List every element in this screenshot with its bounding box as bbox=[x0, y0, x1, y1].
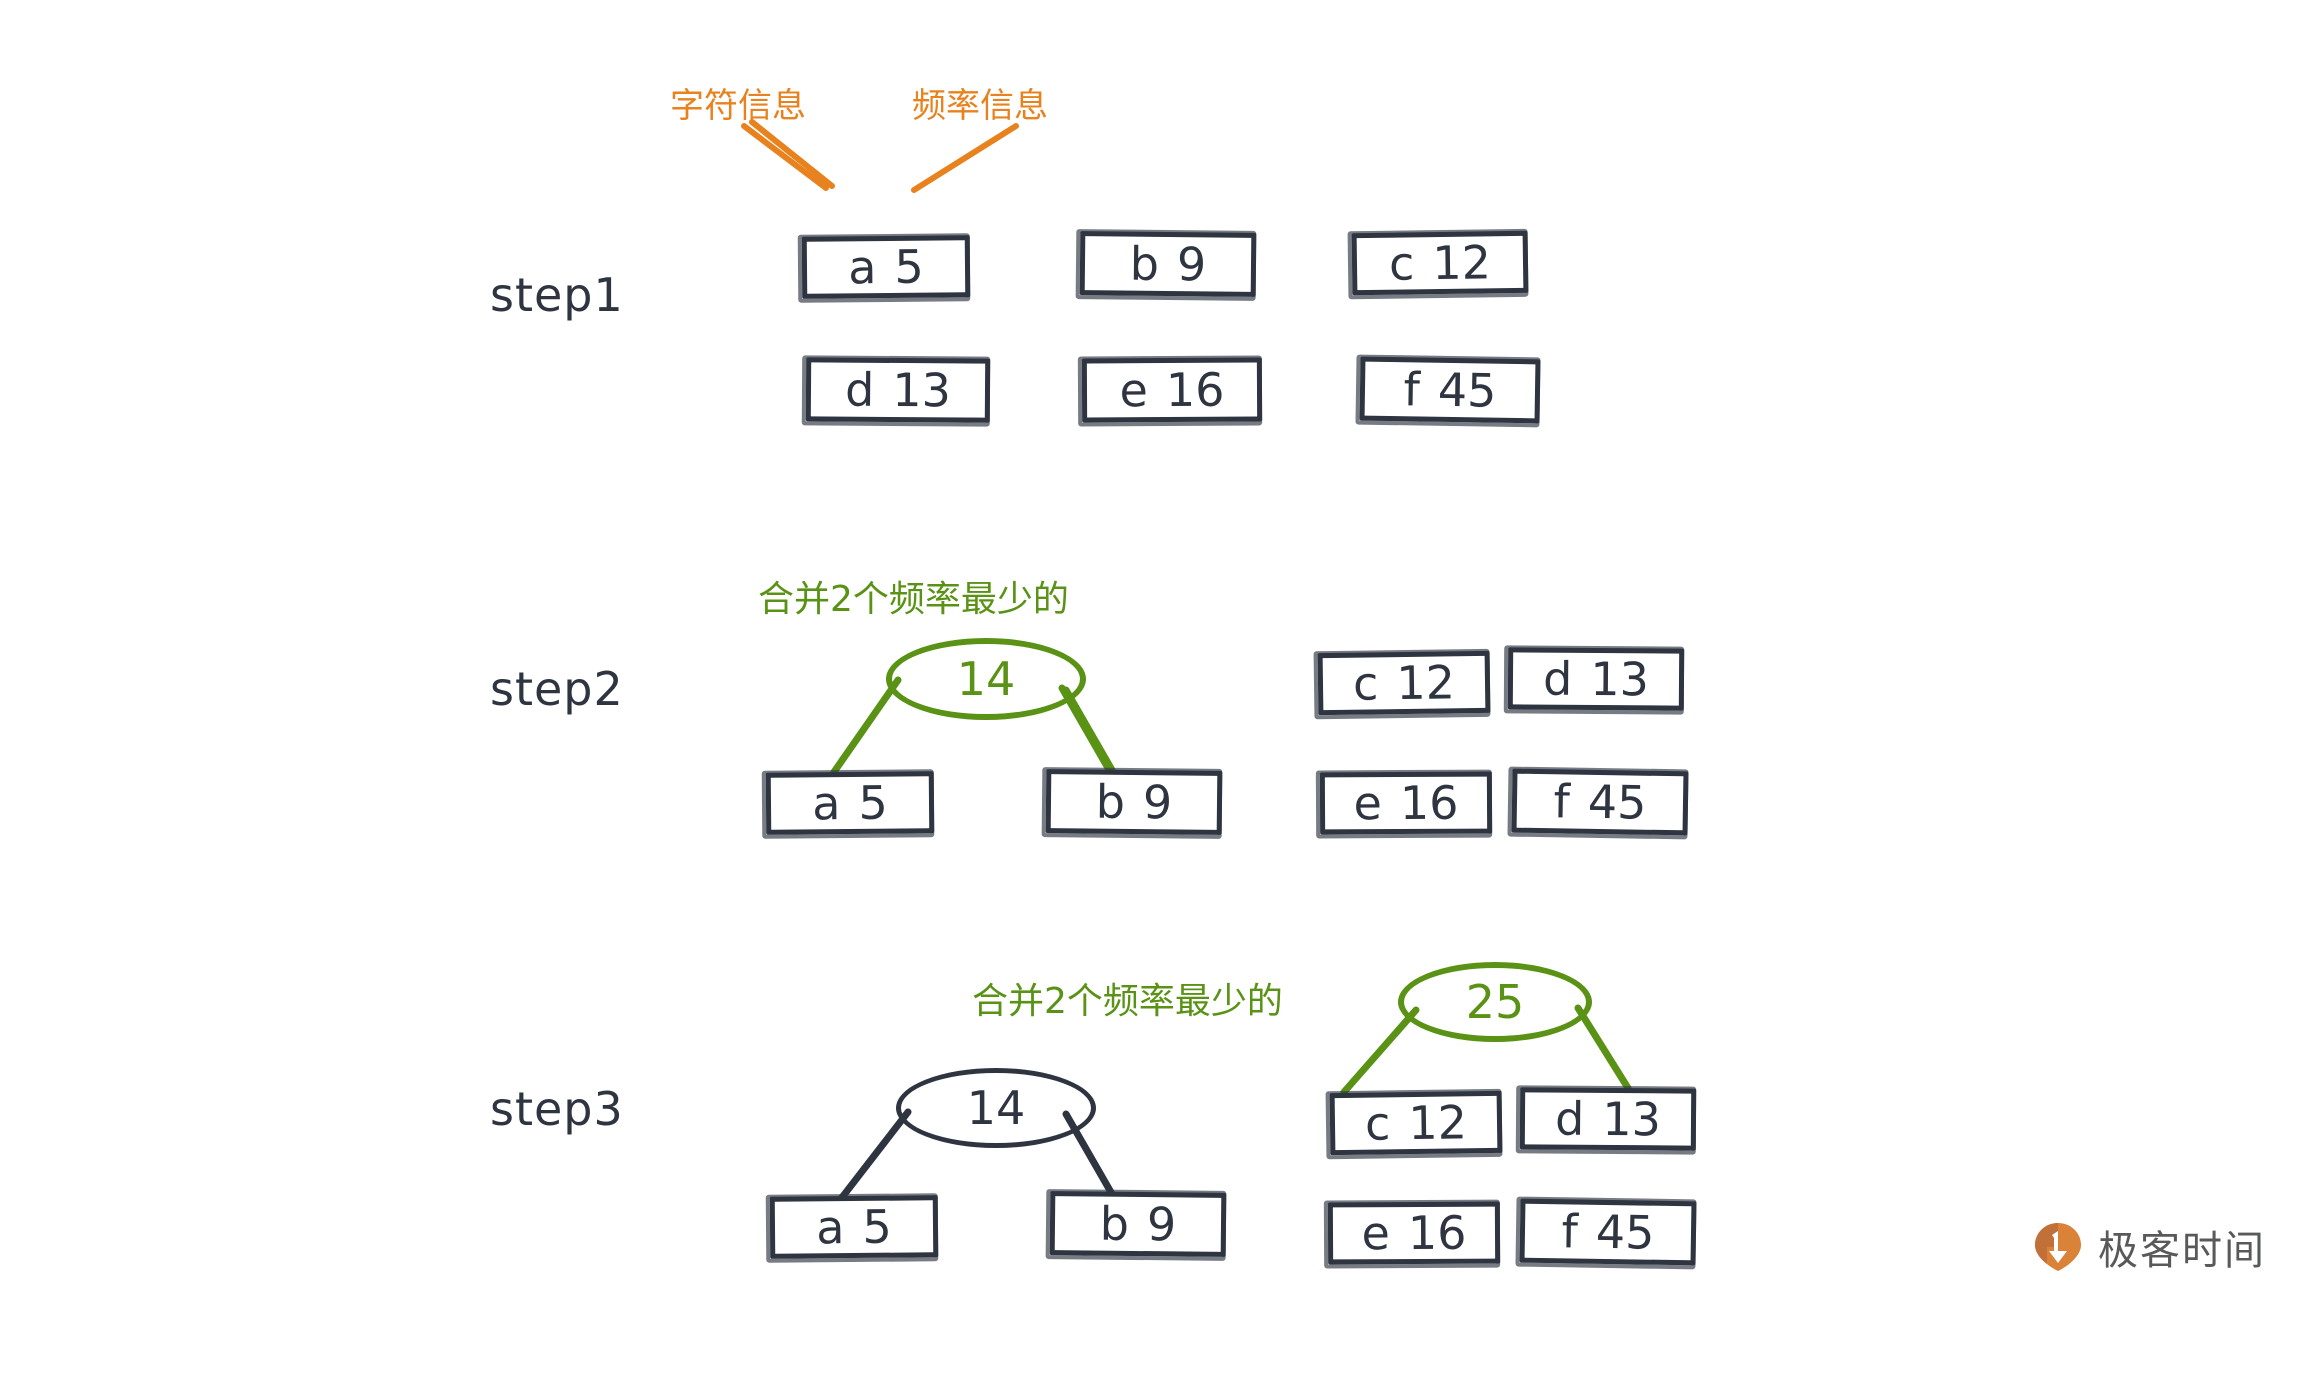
node-freq: 13 bbox=[1590, 651, 1650, 707]
node-char: c bbox=[1364, 1096, 1391, 1151]
node-box-e: e 16 bbox=[1081, 357, 1263, 423]
merged-node-25-step3: 25 bbox=[1398, 962, 1592, 1042]
node-box-d: d 13 bbox=[805, 357, 991, 423]
node-freq: 12 bbox=[1407, 1095, 1468, 1151]
node-char: a bbox=[848, 240, 877, 295]
step1-label: step1 bbox=[490, 268, 624, 322]
node-freq: 45 bbox=[1587, 774, 1647, 830]
node-box-a: a 5 bbox=[765, 771, 935, 835]
node-freq: 12 bbox=[1431, 235, 1492, 291]
node-box-c: c 12 bbox=[1317, 650, 1491, 716]
node-box-a: a 5 bbox=[801, 235, 971, 299]
node-char: b bbox=[1099, 1196, 1130, 1251]
node-char: f bbox=[1403, 362, 1421, 417]
node-box-b: b 9 bbox=[1049, 1191, 1227, 1257]
node-char: b bbox=[1129, 236, 1160, 291]
merged-node-value: 14 bbox=[956, 652, 1016, 706]
node-char: d bbox=[844, 362, 875, 417]
node-box-c: c 12 bbox=[1329, 1090, 1503, 1156]
node-box-e: e 16 bbox=[1319, 771, 1493, 835]
node-char: f bbox=[1561, 1204, 1579, 1259]
node-box-d: d 13 bbox=[1507, 647, 1685, 711]
node-freq: 9 bbox=[1146, 1197, 1177, 1252]
node-box-b: b 9 bbox=[1079, 231, 1257, 297]
node-freq: 13 bbox=[1602, 1091, 1662, 1147]
node-char: e bbox=[1361, 1206, 1391, 1261]
node-char: e bbox=[1119, 363, 1149, 418]
node-box-f: f 45 bbox=[1511, 768, 1689, 836]
node-char: f bbox=[1553, 774, 1571, 829]
node-freq: 5 bbox=[862, 1199, 892, 1254]
merged-node-14-step2: 14 bbox=[886, 638, 1086, 720]
node-freq: 9 bbox=[1142, 775, 1173, 830]
node-box-f: f 45 bbox=[1359, 356, 1541, 424]
node-freq: 16 bbox=[1407, 1205, 1467, 1261]
step3-label: step3 bbox=[490, 1082, 624, 1136]
node-freq: 16 bbox=[1399, 775, 1459, 831]
step2-label: step2 bbox=[490, 662, 624, 716]
node-freq: 12 bbox=[1395, 655, 1456, 711]
node-char: d bbox=[1542, 651, 1573, 706]
char-info-annotation: 字符信息 bbox=[670, 86, 806, 126]
node-char: d bbox=[1554, 1091, 1585, 1146]
merged-node-14-step3: 14 bbox=[896, 1068, 1096, 1148]
node-freq: 5 bbox=[858, 775, 888, 830]
node-freq: 16 bbox=[1165, 362, 1225, 418]
node-char: b bbox=[1095, 774, 1126, 829]
node-freq: 45 bbox=[1595, 1204, 1655, 1260]
geektime-logo-icon bbox=[2032, 1221, 2084, 1273]
merge-annotation-step3: 合并2个频率最少的 bbox=[972, 981, 1283, 1022]
merged-node-value: 14 bbox=[966, 1081, 1026, 1135]
freq-info-annotation: 频率信息 bbox=[912, 86, 1048, 126]
node-freq: 5 bbox=[894, 239, 924, 294]
node-freq: 13 bbox=[892, 362, 952, 418]
geektime-logo: 极客时间 bbox=[2032, 1218, 2266, 1276]
node-box-e: e 16 bbox=[1327, 1201, 1501, 1265]
node-char: a bbox=[816, 1200, 845, 1255]
node-freq: 45 bbox=[1437, 362, 1497, 418]
node-char: c bbox=[1388, 236, 1415, 291]
node-box-a: a 5 bbox=[769, 1195, 939, 1259]
node-char: c bbox=[1352, 656, 1379, 711]
merge-annotation-step2: 合并2个频率最少的 bbox=[758, 579, 1069, 620]
merged-node-value: 25 bbox=[1465, 975, 1525, 1029]
node-box-b: b 9 bbox=[1045, 769, 1223, 835]
node-char: a bbox=[812, 776, 841, 831]
logo-text: 极客时间 bbox=[2098, 1228, 2266, 1274]
node-box-c: c 12 bbox=[1351, 230, 1529, 296]
node-freq: 9 bbox=[1176, 237, 1207, 292]
node-box-f: f 45 bbox=[1519, 1198, 1697, 1266]
node-box-d: d 13 bbox=[1519, 1087, 1697, 1151]
node-char: e bbox=[1353, 776, 1383, 831]
